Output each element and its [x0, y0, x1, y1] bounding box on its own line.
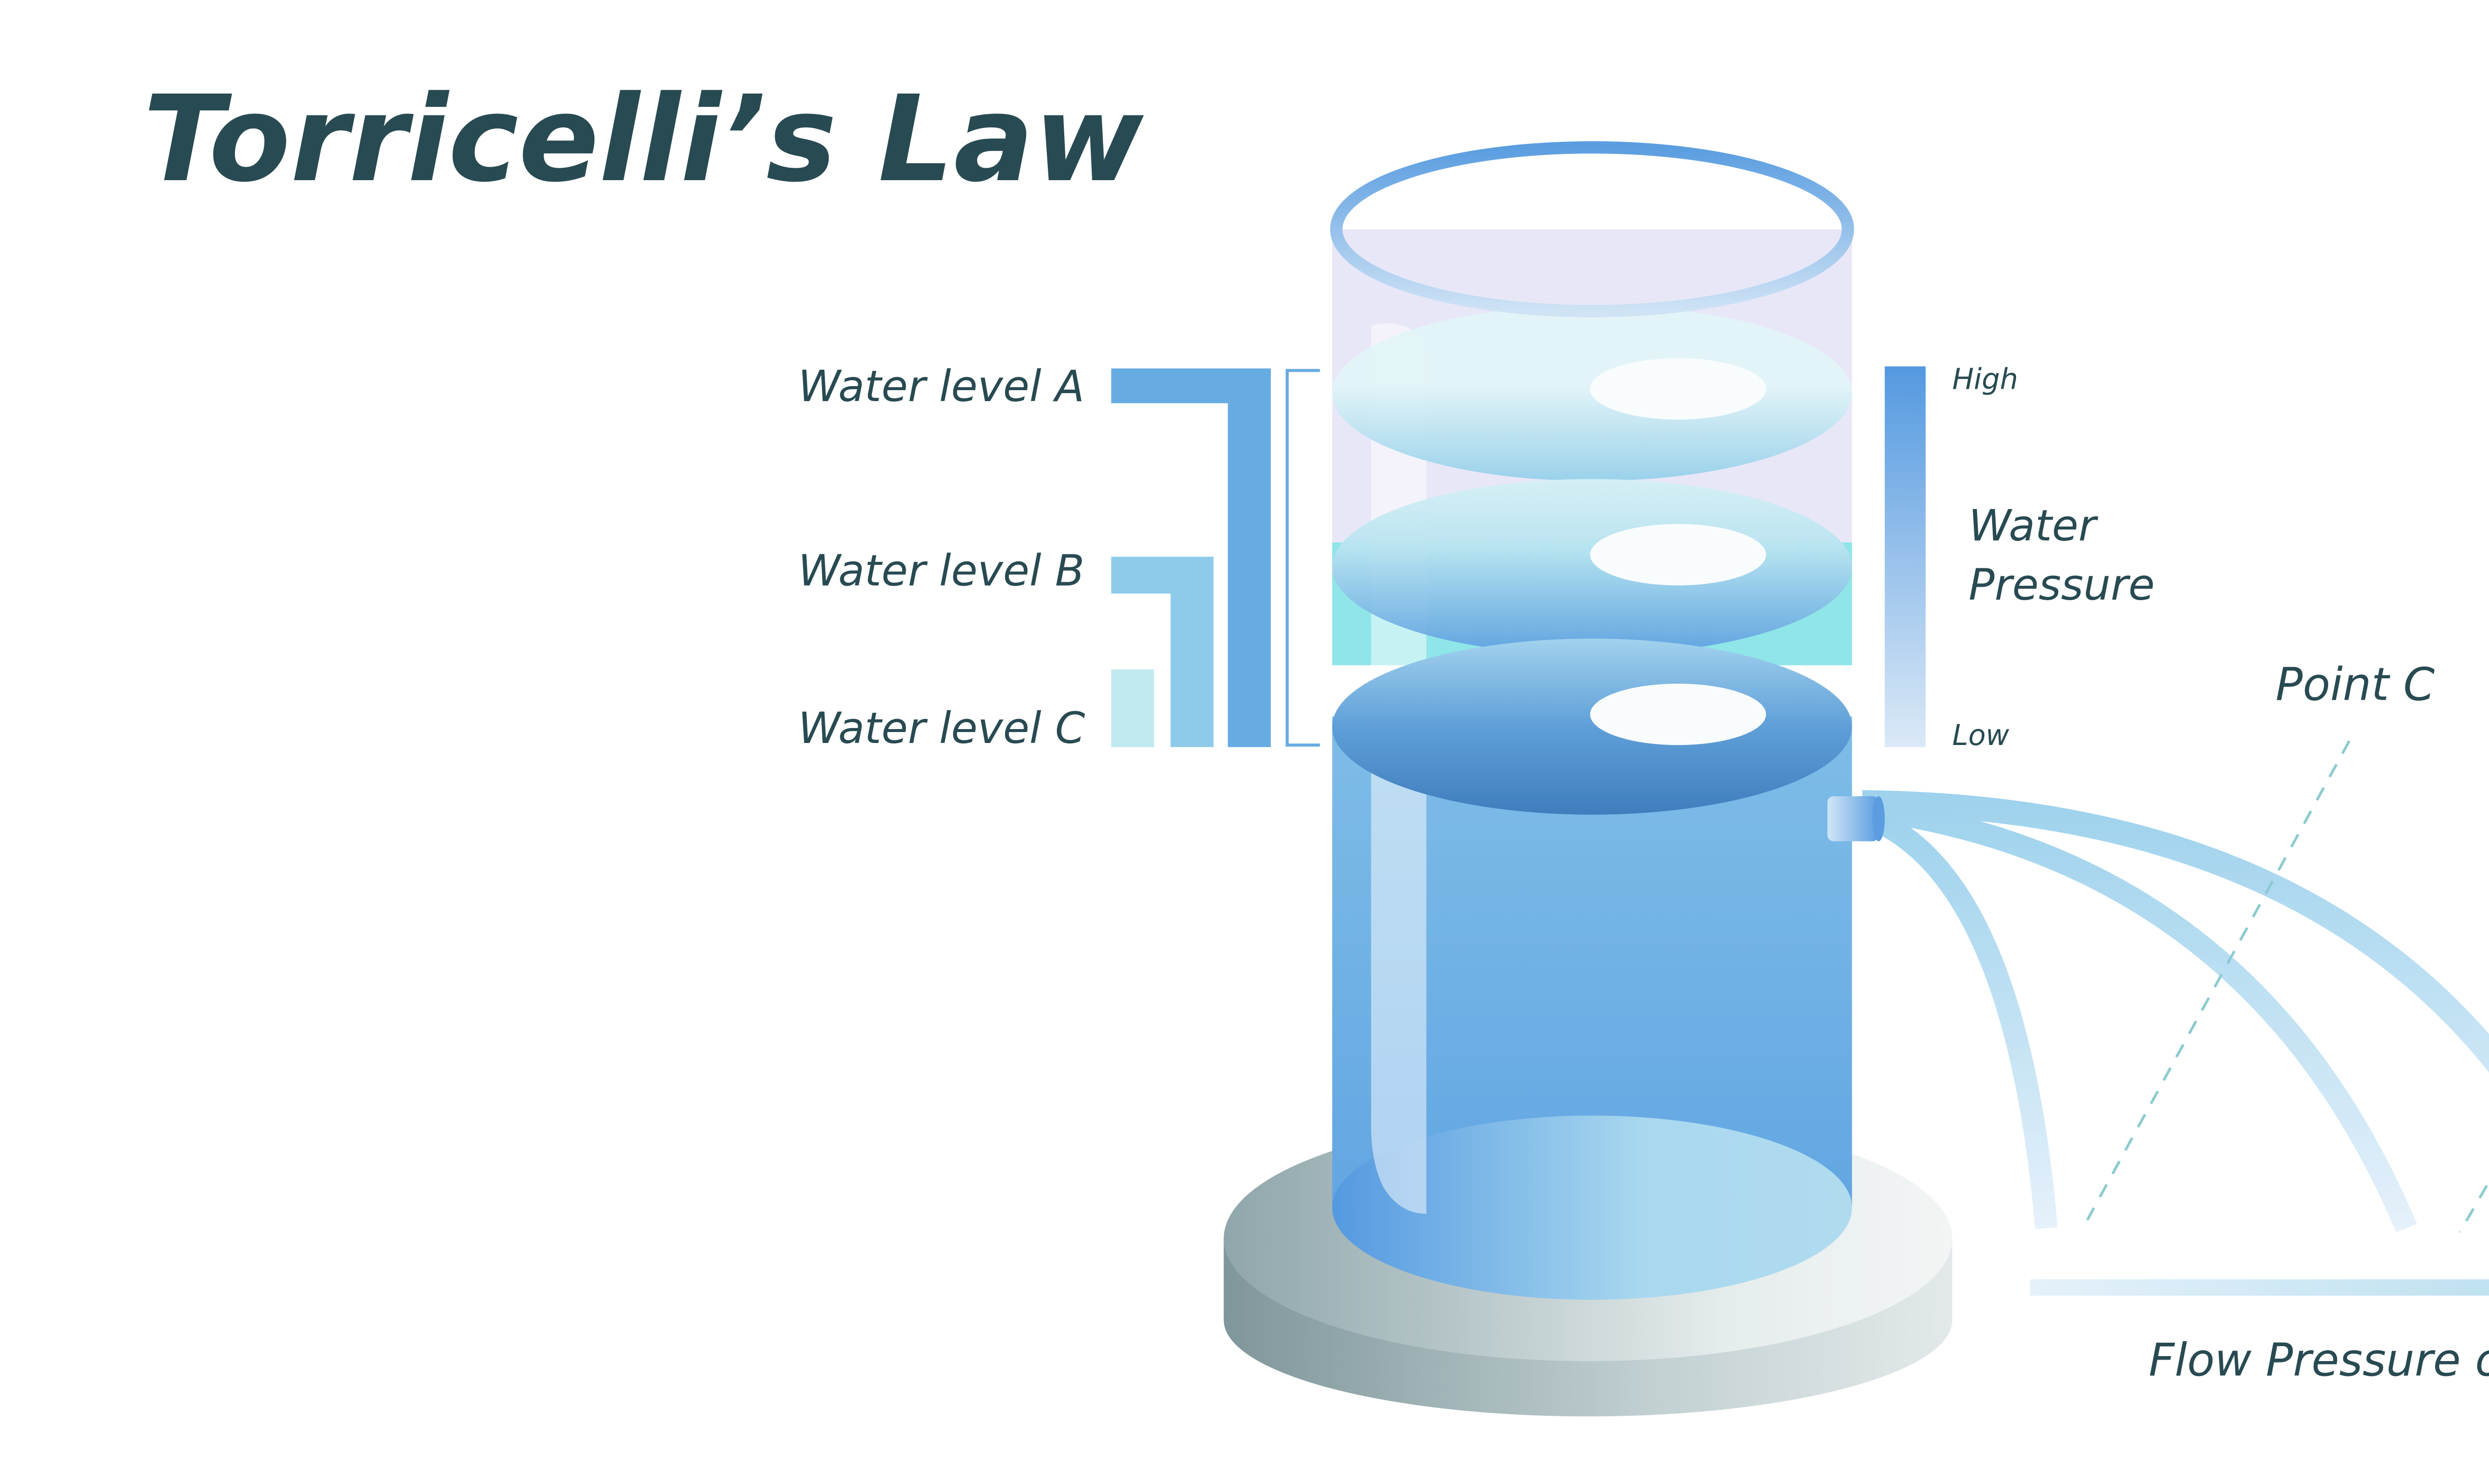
point-c-leader	[2086, 740, 2351, 1221]
water-disk-c	[1332, 638, 1852, 815]
nozzle	[1827, 796, 1885, 842]
level-bar-a	[1111, 368, 1271, 747]
water-disk-a	[1332, 305, 1852, 481]
water-level-b-label: Water level B	[798, 546, 1084, 596]
point-leaders	[2086, 740, 2489, 1233]
pressure-title-line1: Water	[1969, 501, 2098, 551]
tank-rim	[1330, 141, 1854, 318]
flow-axis-label: Flow Pressure of water	[2149, 1334, 2489, 1386]
pressure-low-label: Low	[1952, 719, 2010, 752]
pressure-gradient-bar	[1885, 366, 1926, 747]
level-bracket	[1285, 369, 1320, 747]
water-disk-b	[1332, 479, 1852, 655]
stream-b	[1860, 797, 2417, 1233]
point-c-label: Point C	[2275, 659, 2435, 711]
pressure-high-label: High	[1952, 362, 2018, 396]
stream-c	[1868, 808, 2058, 1229]
water-streams	[1860, 790, 2489, 1233]
level-bars	[1111, 368, 1320, 747]
page-title: Torricelli’s Law	[143, 71, 1144, 209]
level-bar-c	[1111, 669, 1154, 747]
water-level-c-label: Water level C	[798, 704, 1085, 753]
pressure-title-line2: Pressure	[1969, 560, 2155, 610]
flow-axis-line	[2030, 1279, 2489, 1296]
level-bar-b	[1111, 556, 1214, 747]
stream-a	[1862, 790, 2489, 1073]
water-level-a-label: Water level A	[798, 362, 1084, 412]
